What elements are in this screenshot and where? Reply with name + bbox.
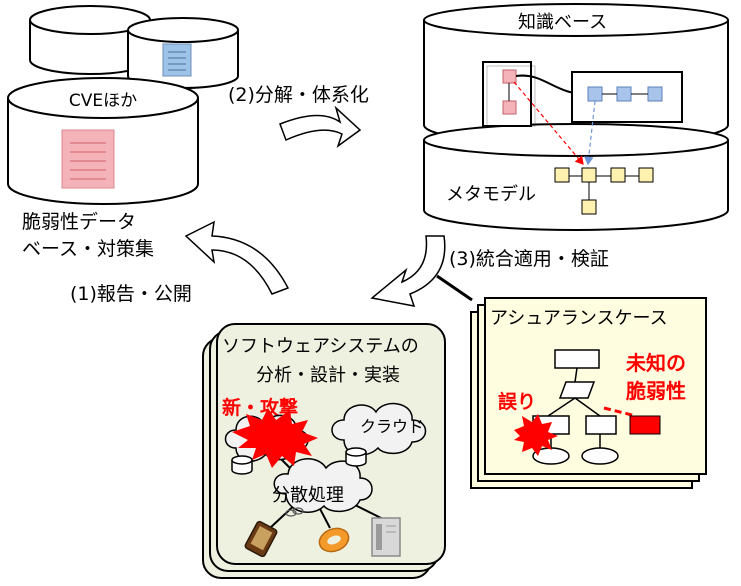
meta-model-label: メタモデル — [446, 184, 536, 205]
cve-database — [7, 77, 199, 205]
assurance-case-title: アシュアランスケース — [490, 308, 668, 329]
error-label: 誤り — [498, 390, 536, 413]
software-system-title-line2: 分析・設計・実装 — [256, 365, 400, 386]
red-mapping-arrow — [513, 81, 584, 165]
chain-link-icon — [285, 507, 304, 517]
cve-database-label: CVEほか — [69, 91, 137, 111]
center-cloud-icon — [273, 458, 373, 513]
unknown-vulnerability-line2: 脆弱性 — [626, 379, 686, 403]
wearable-device-icon — [318, 527, 350, 553]
cve-caption-line2: ベース・対策集 — [22, 238, 154, 260]
step3-label: (3)統合適用・検証 — [449, 248, 609, 270]
step1-label: (1)報告・公開 — [70, 283, 192, 305]
knowledge-card-left — [482, 61, 536, 127]
knowledge-card-right — [571, 71, 683, 123]
meta-model-graph — [554, 167, 654, 215]
server-icon — [371, 517, 401, 557]
software-system-title-line1: ソフトウェアシステムの — [222, 336, 419, 357]
assurance-connector-line — [436, 274, 473, 302]
decompose-arrow — [279, 105, 362, 148]
attack-burst-icon — [232, 408, 318, 468]
error-burst-icon — [514, 414, 558, 456]
unknown-vulnerability-node — [629, 415, 661, 435]
blue-mapping-arrow — [584, 100, 596, 166]
cloud-database-icon-right — [345, 447, 367, 467]
knowledge-base-title: 知識ベース — [518, 12, 607, 33]
unknown-vulnerability-link — [603, 406, 637, 418]
new-attack-label: 新・攻撃 — [222, 396, 298, 419]
unknown-vulnerability-line1: 未知の — [626, 351, 686, 375]
step2-label: (2)分解・体系化 — [228, 84, 369, 106]
report-arrow — [184, 220, 290, 295]
small-database-icon — [29, 5, 151, 75]
distributed-processing-label: 分散処理 — [272, 485, 344, 506]
cloud-label: クラウド — [360, 417, 424, 436]
cve-caption-line1: 脆弱性データ — [22, 211, 136, 233]
small-database-with-document-icon — [127, 17, 239, 89]
vulnerability-document-icon — [61, 129, 115, 189]
cloud-database-icon-left — [231, 455, 253, 475]
smartphone-icon — [244, 520, 278, 558]
right-cloud-icon — [331, 402, 427, 456]
apply-arrow — [370, 235, 446, 307]
